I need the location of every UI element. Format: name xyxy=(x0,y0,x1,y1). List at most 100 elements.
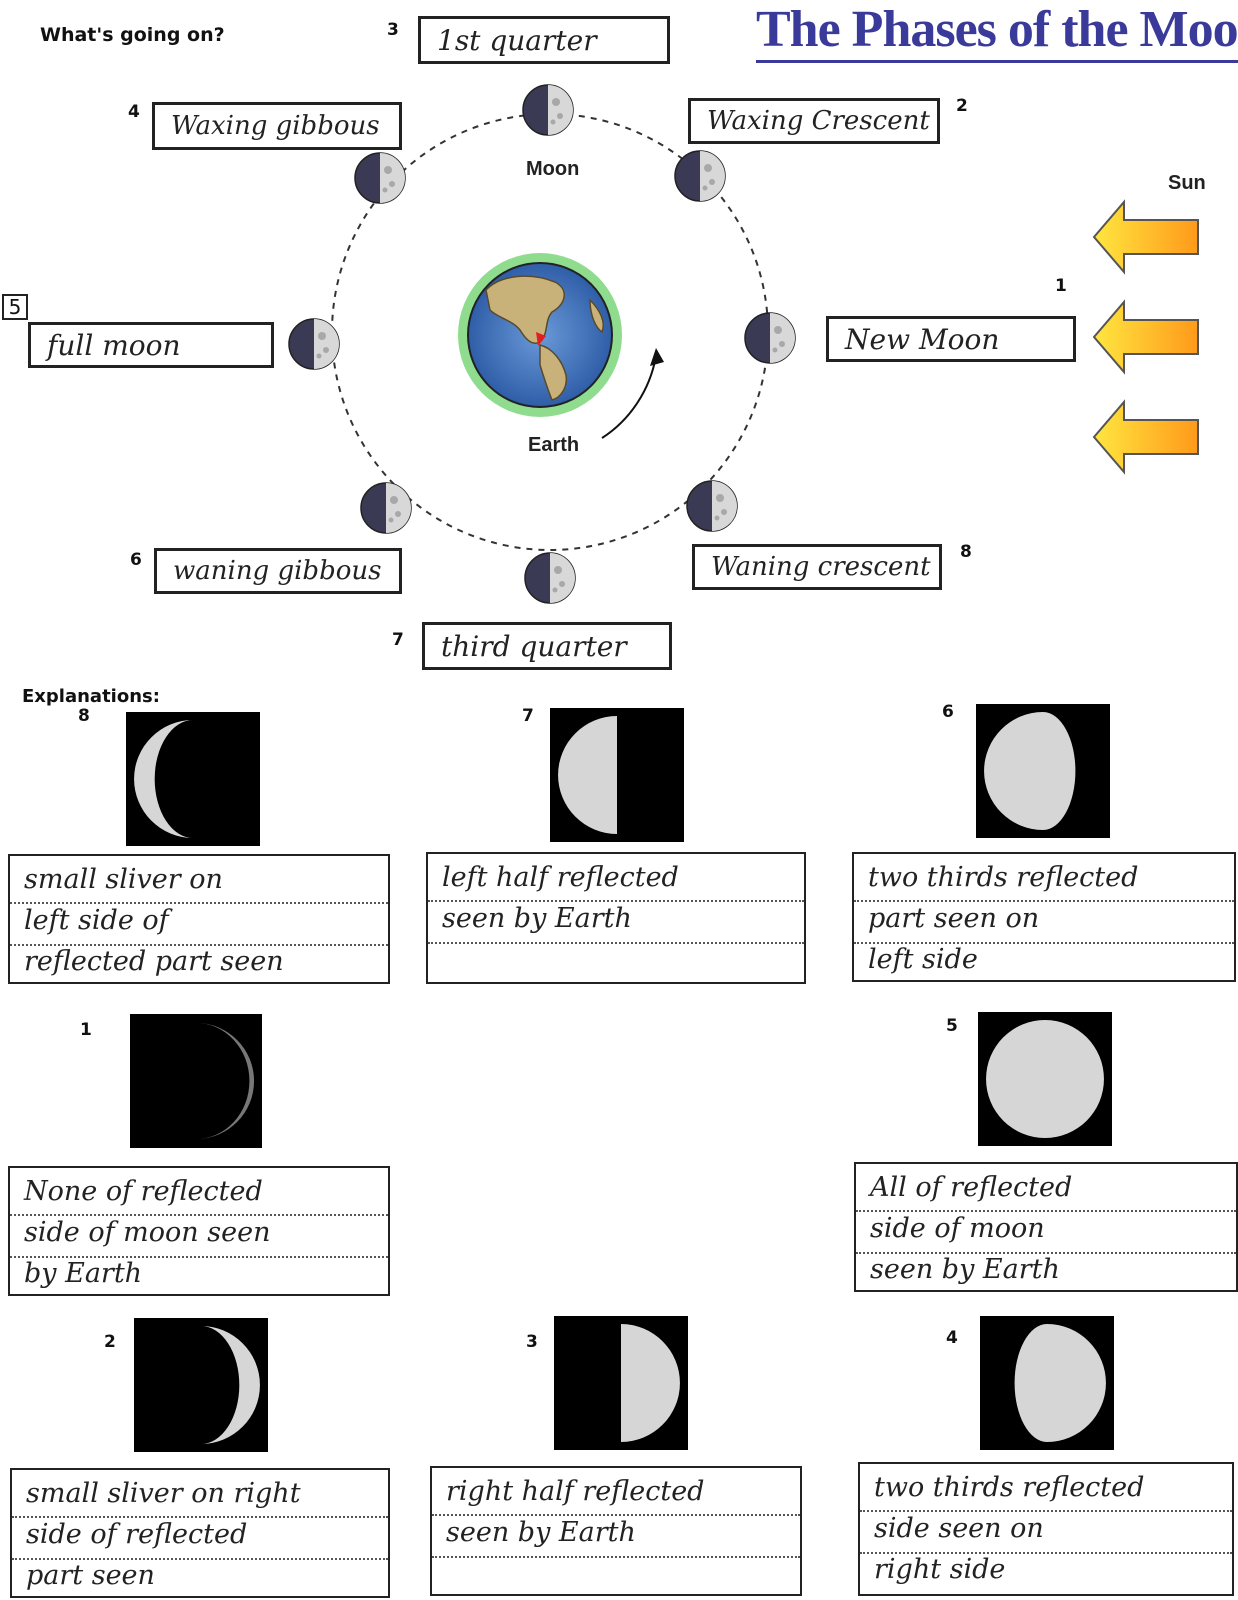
answer-box-8[interactable]: Waning crescent xyxy=(692,544,942,590)
moon-lit-half xyxy=(386,483,411,533)
moon-photo xyxy=(134,1318,268,1452)
orbit-moon-1 xyxy=(744,312,796,364)
explanation-line-text: reflected part seen xyxy=(24,946,284,977)
explanation-line-text: side seen on xyxy=(874,1513,1044,1544)
explanation-number: 8 xyxy=(78,706,90,726)
ruled-line xyxy=(10,902,388,904)
moon-photo-first-quarter xyxy=(554,1316,688,1450)
position-number-5: 5 xyxy=(2,294,28,320)
position-number-3: 3 xyxy=(387,20,399,40)
explanation-line-text: seen by Earth xyxy=(442,903,632,934)
explanation-number: 4 xyxy=(946,1328,958,1348)
answer-box-7[interactable]: third quarter xyxy=(422,622,672,670)
moon-lit-half xyxy=(712,481,737,531)
explanation-line-text: side of moon xyxy=(870,1213,1045,1244)
explanation-number: 3 xyxy=(526,1332,538,1352)
answer-box-1[interactable]: New Moon xyxy=(826,316,1076,362)
ruled-line xyxy=(428,900,804,902)
moon-photo xyxy=(976,704,1110,838)
position-number-1: 1 xyxy=(1055,276,1067,296)
position-number-8: 8 xyxy=(960,542,972,562)
earth-label: Earth xyxy=(528,434,580,456)
orbit-diagram xyxy=(288,84,1199,604)
moon-photo xyxy=(978,1012,1112,1146)
ruled-line xyxy=(428,942,804,944)
moon-photo-new xyxy=(130,1014,262,1148)
answer-box-5[interactable]: full moon xyxy=(28,322,274,368)
ruled-line xyxy=(10,1214,388,1216)
explanation-box[interactable]: All of reflected side of moon seen by Eart… xyxy=(854,1162,1238,1292)
moon-photo xyxy=(980,1316,1114,1450)
explanation-box[interactable]: left half reflected seen by Earth xyxy=(426,852,806,984)
explanation-line-text: two thirds reflected xyxy=(868,862,1139,893)
moon-photo-waning-gibbous xyxy=(976,704,1110,838)
explanations-heading: Explanations: xyxy=(22,686,160,707)
ruled-line xyxy=(432,1514,800,1516)
ruled-line xyxy=(432,1556,800,1558)
moon-photo-waning-crescent xyxy=(126,712,260,846)
explanation-number: 7 xyxy=(522,706,534,726)
sun-label: Sun xyxy=(1168,172,1206,194)
orbit-moon-4 xyxy=(354,152,406,204)
rotation-arrowhead xyxy=(650,348,664,366)
position-number-4: 4 xyxy=(128,102,140,122)
explanation-line-text: small sliver on xyxy=(24,864,223,895)
moon-photo-third-quarter xyxy=(550,708,684,842)
explanation-number: 5 xyxy=(946,1016,958,1036)
explanation-line-text: part seen xyxy=(26,1560,155,1591)
moon-photo xyxy=(554,1316,688,1450)
moon-photo xyxy=(550,708,684,842)
orbit-moon-3 xyxy=(522,84,574,136)
question-heading: What's going on? xyxy=(40,24,225,46)
position-number-7: 7 xyxy=(392,630,404,650)
orbit-moon-6 xyxy=(360,482,412,534)
explanation-line-text: seen by Earth xyxy=(870,1254,1060,1285)
ruled-line xyxy=(10,1256,388,1258)
explanation-box[interactable]: None of reflected side of moon seen by Ear… xyxy=(8,1166,390,1296)
moon-lit-half xyxy=(380,153,405,203)
answer-box-4[interactable]: Waxing gibbous xyxy=(152,102,402,150)
earth-globe xyxy=(458,253,622,417)
explanation-line-text: by Earth xyxy=(24,1258,143,1289)
moon-lit-half xyxy=(770,313,795,363)
sun-rays xyxy=(1092,199,1199,475)
moon-label: Moon xyxy=(526,158,580,180)
ruled-line xyxy=(12,1516,388,1518)
orbit-moon-2 xyxy=(674,150,726,202)
answer-box-3[interactable]: 1st quarter xyxy=(418,16,670,64)
ruled-line xyxy=(854,900,1234,902)
explanation-line-text: right half reflected xyxy=(446,1476,705,1507)
moon-lit-half xyxy=(550,553,575,603)
moon-lit-half xyxy=(314,319,339,369)
explanation-line-text: left side of xyxy=(24,905,169,936)
moon-lit-half xyxy=(700,151,725,201)
explanation-line-text: All of reflected xyxy=(870,1172,1073,1203)
ruled-line xyxy=(856,1252,1236,1254)
explanation-line-text: None of reflected xyxy=(24,1176,263,1207)
explanation-line-text: part seen on xyxy=(868,903,1040,934)
moon-photo xyxy=(126,712,260,846)
page-title: The Phases of the Moon xyxy=(756,0,1238,63)
ruled-line xyxy=(12,1558,388,1560)
orbit-moon-7 xyxy=(524,552,576,604)
explanation-line-text: left half reflected xyxy=(442,862,679,893)
explanation-line-text: right side xyxy=(874,1554,1006,1585)
answer-box-2[interactable]: Waxing Crescent xyxy=(688,98,940,144)
moon-photo xyxy=(130,1014,262,1148)
position-number-6: 6 xyxy=(130,550,142,570)
explanation-line-text: side of moon seen xyxy=(24,1217,271,1248)
explanation-number: 1 xyxy=(80,1020,92,1040)
moon-photo-full xyxy=(978,1012,1112,1146)
position-number-2: 2 xyxy=(956,96,968,116)
explanation-box[interactable]: small sliver on left side of reflected par… xyxy=(8,854,390,984)
explanation-number: 2 xyxy=(104,1332,116,1352)
ruled-line xyxy=(856,1210,1236,1212)
orbit-moon-8 xyxy=(686,480,738,532)
ruled-line xyxy=(860,1510,1232,1512)
answer-box-6[interactable]: waning gibbous xyxy=(154,548,402,594)
explanation-number: 6 xyxy=(942,702,954,722)
